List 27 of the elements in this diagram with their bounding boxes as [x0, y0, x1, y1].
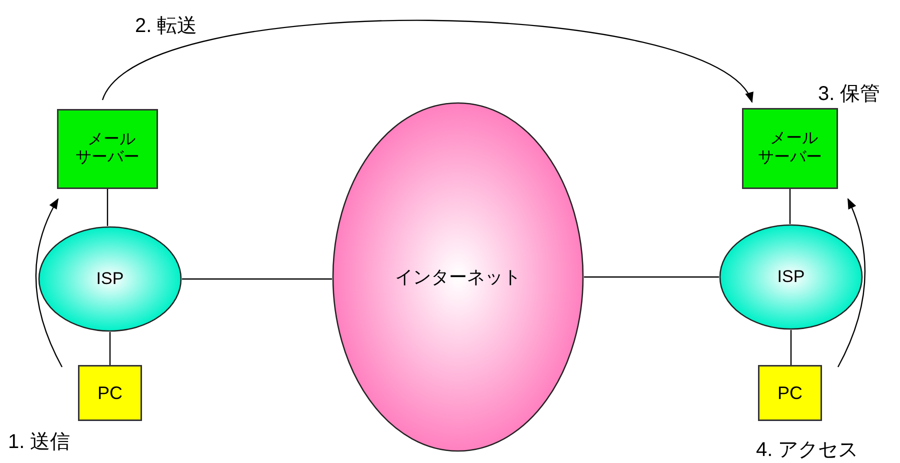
step-label: 4. アクセス — [756, 438, 858, 463]
internet-ellipse — [332, 102, 584, 452]
curved-arrow — [837, 198, 866, 368]
step-label: 2. 転送 — [135, 14, 198, 39]
node-label: PC — [97, 382, 122, 404]
step-label: 3. 保管 — [818, 82, 880, 107]
connector-line — [790, 330, 792, 365]
node-label: ISP — [777, 267, 805, 287]
connector-line — [789, 189, 791, 224]
node-label: メールサーバー — [758, 130, 822, 167]
step-label: 1. 送信 — [8, 430, 70, 455]
isp-ellipse — [719, 224, 863, 330]
node-label: メールサーバー — [76, 130, 140, 168]
mail-server-box — [742, 108, 838, 189]
connector-line — [109, 332, 111, 365]
pc-box — [758, 365, 822, 421]
node-label: ISP — [96, 269, 124, 289]
curved-arrow — [102, 20, 753, 103]
curved-arrow — [35, 198, 63, 368]
connector-line — [182, 278, 332, 280]
connector-line — [584, 276, 719, 278]
node-label: インターネット — [395, 266, 521, 288]
pc-box — [78, 365, 142, 421]
mail-server-box — [57, 109, 158, 189]
isp-ellipse — [38, 226, 182, 332]
node-label: PC — [777, 382, 802, 404]
connector-line — [106, 189, 108, 226]
